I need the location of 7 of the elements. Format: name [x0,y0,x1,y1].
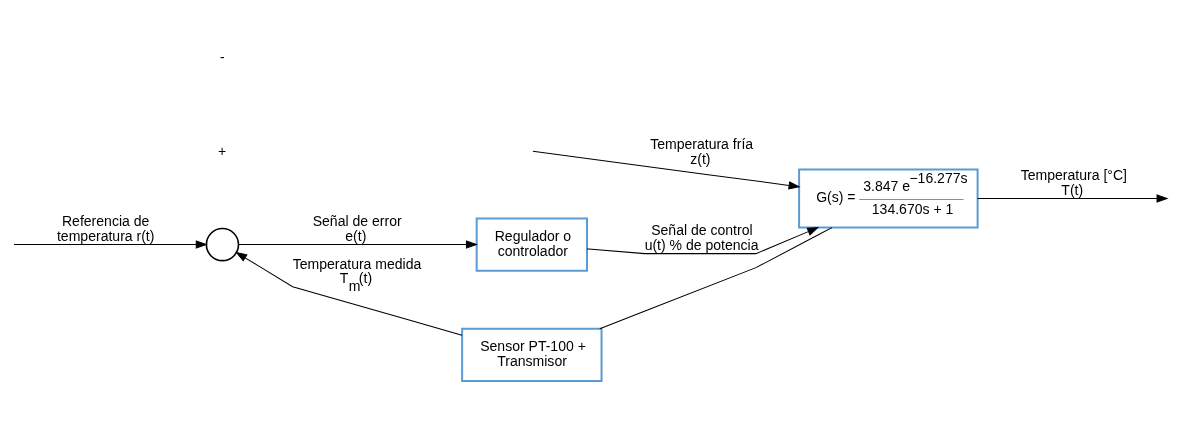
edge-label: Temperatura [°C] T(t) [1020,166,1127,198]
edge-label: Temperatura fría z(t) [650,135,754,167]
edge-label: Señal de error e(t) [312,212,402,244]
label: - [219,48,225,65]
edge-label: Referencia de temperatura r(t) [56,212,155,244]
edge-label: Señal de control u(t) % de potencia [644,221,759,253]
label: + [217,143,227,160]
